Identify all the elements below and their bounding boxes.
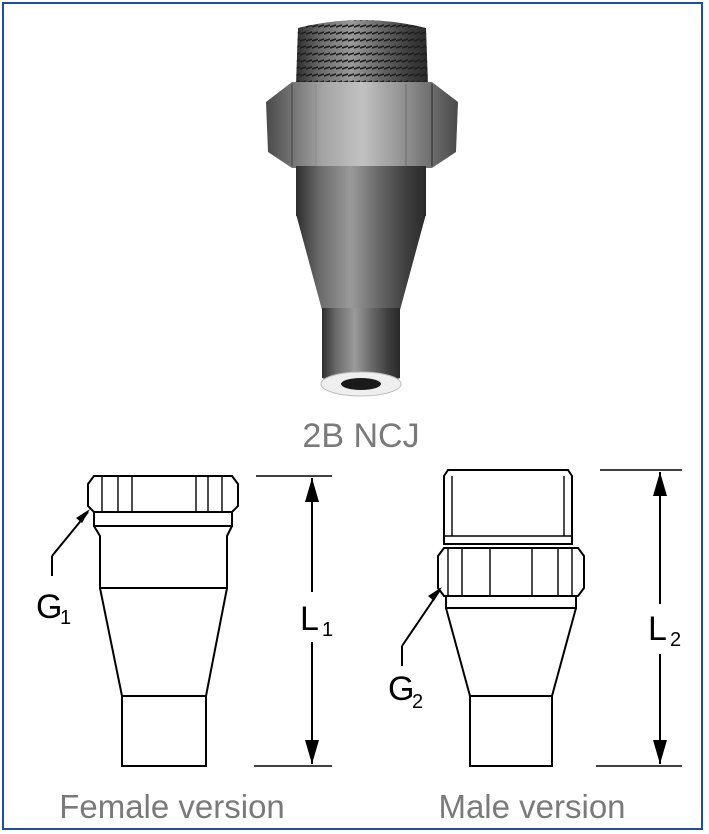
female-g-subscript: 1 xyxy=(60,607,71,629)
male-l-label: L xyxy=(648,610,667,648)
nozzle-body xyxy=(296,166,426,216)
female-g-label: G xyxy=(36,588,62,626)
male-leader-arrowhead xyxy=(428,587,442,601)
female-taper xyxy=(99,587,228,697)
female-tip xyxy=(121,695,207,767)
female-collar xyxy=(93,511,233,527)
female-drawing xyxy=(87,475,239,767)
male-caption: Male version xyxy=(438,788,625,825)
female-leader-arrowhead xyxy=(76,509,90,523)
male-taper xyxy=(445,607,577,697)
male-drawing xyxy=(437,469,585,767)
male-dim-label-bg xyxy=(646,604,686,654)
male-tip xyxy=(469,695,553,767)
female-caption: Female version xyxy=(59,788,285,825)
nozzle-hex xyxy=(266,82,458,168)
female-hex xyxy=(87,475,239,513)
male-collar xyxy=(445,595,577,609)
male-l-subscript: 2 xyxy=(670,629,681,651)
female-l-label: L xyxy=(300,600,319,638)
female-body xyxy=(93,525,233,589)
male-g-label: G xyxy=(388,670,414,708)
female-dim-arrow-bottom xyxy=(305,740,319,764)
nozzle-orifice xyxy=(341,378,381,390)
male-hex xyxy=(437,547,585,597)
male-g-subscript: 2 xyxy=(412,691,423,713)
male-thread xyxy=(443,469,573,545)
nozzle-tip xyxy=(322,308,400,385)
nozzle-photo xyxy=(266,20,458,397)
male-g-leader xyxy=(401,589,441,666)
photo-caption: 2B NCJ xyxy=(302,417,419,455)
nozzle-thread-ridges xyxy=(296,20,428,85)
female-dim-arrow-top xyxy=(305,478,319,502)
male-dim-arrow-bottom xyxy=(653,740,667,764)
male-dim-arrow-top xyxy=(653,472,667,496)
nozzle-taper xyxy=(296,214,426,310)
female-dim-label-bg xyxy=(298,592,338,642)
female-l-subscript: 1 xyxy=(322,619,333,641)
